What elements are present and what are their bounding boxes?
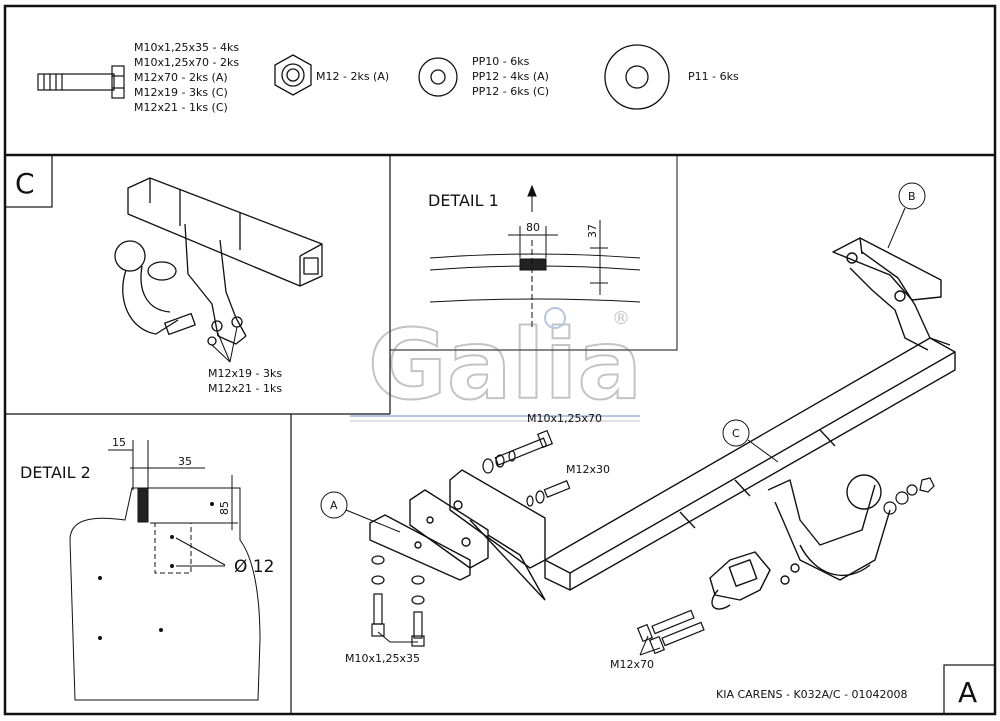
large-washer-icon — [604, 44, 670, 110]
bolt-icon — [37, 65, 125, 99]
detail1-arrow-icon — [527, 184, 537, 212]
bolt-list-line: M10x1,25x35 - 4ks — [134, 41, 239, 54]
detail1-dim-width: 80 — [526, 221, 540, 234]
bolt-label-m12x30: M12x30 — [566, 463, 610, 476]
detail1-title: DETAIL 1 — [428, 191, 499, 210]
washer-list-line: PP10 - 6ks — [472, 55, 530, 68]
nut-label: M12 - 2ks (A) — [316, 70, 389, 83]
large-washer-label: P11 - 6ks — [688, 70, 739, 83]
detail1-dim-height: 37 — [586, 224, 599, 238]
detail1-frame — [390, 155, 678, 351]
galia-watermark: Galia ® — [350, 307, 643, 422]
detail1-drawing — [429, 220, 641, 330]
panel-c-bolt-line: M12x19 - 3ks — [208, 367, 282, 380]
bolt-label-bottom-left: M10x1,25x35 — [345, 652, 420, 665]
bolt-label-top: M10x1,25x70 — [527, 412, 602, 425]
detail2-hole-label: Ø 12 — [234, 557, 274, 577]
bolt-list-line: M12x70 - 2ks (A) — [134, 71, 228, 84]
washer-list-line: PP12 - 4ks (A) — [472, 70, 549, 83]
detail2-title: DETAIL 2 — [20, 463, 91, 482]
callout-c-circle — [722, 419, 750, 447]
callout-b-circle — [898, 182, 926, 210]
bolt-list-line: M10x1,25x70 - 2ks — [134, 56, 239, 69]
bolt-list-line: M12x19 - 3ks (C) — [134, 86, 228, 99]
detail2-dim-15: 15 — [112, 436, 126, 449]
detail2-dim-85: 85 — [218, 501, 231, 515]
callout-a-letter: A — [330, 499, 338, 512]
detail2-dim-35: 35 — [178, 455, 192, 468]
watermark-dot — [544, 307, 566, 329]
watermark-text: Galia — [368, 309, 642, 421]
callout-b-letter: B — [908, 190, 916, 203]
panel-c-letter-box — [4, 154, 53, 208]
corner-letter: A — [958, 676, 977, 709]
bolt-list-line: M12x21 - 1ks (C) — [134, 101, 228, 114]
detail2-drawing — [69, 440, 261, 701]
panel-c-leaders — [211, 326, 238, 363]
panel-c-towbar-sketch — [114, 177, 323, 346]
main-towbar-drawing — [369, 237, 956, 610]
callout-c-letter: C — [732, 427, 740, 440]
panel-c-bolt-line: M12x21 - 1ks — [208, 382, 282, 395]
washer-icon — [418, 57, 458, 97]
sheet-border — [3, 4, 997, 716]
callout-a-circle — [320, 491, 348, 519]
main-fasteners — [371, 429, 935, 655]
nut-icon — [274, 54, 312, 96]
bolt-label-bottom-right: M12x70 — [610, 658, 654, 671]
washer-list-line: PP12 - 6ks (C) — [472, 85, 549, 98]
watermark-registered: ® — [612, 308, 630, 329]
panel-c-letter: C — [15, 167, 35, 200]
corner-letter-box — [943, 664, 996, 715]
drawing-footer: KIA CARENS - K032A/C - 01042008 — [716, 688, 908, 701]
main-leaders — [345, 207, 906, 656]
